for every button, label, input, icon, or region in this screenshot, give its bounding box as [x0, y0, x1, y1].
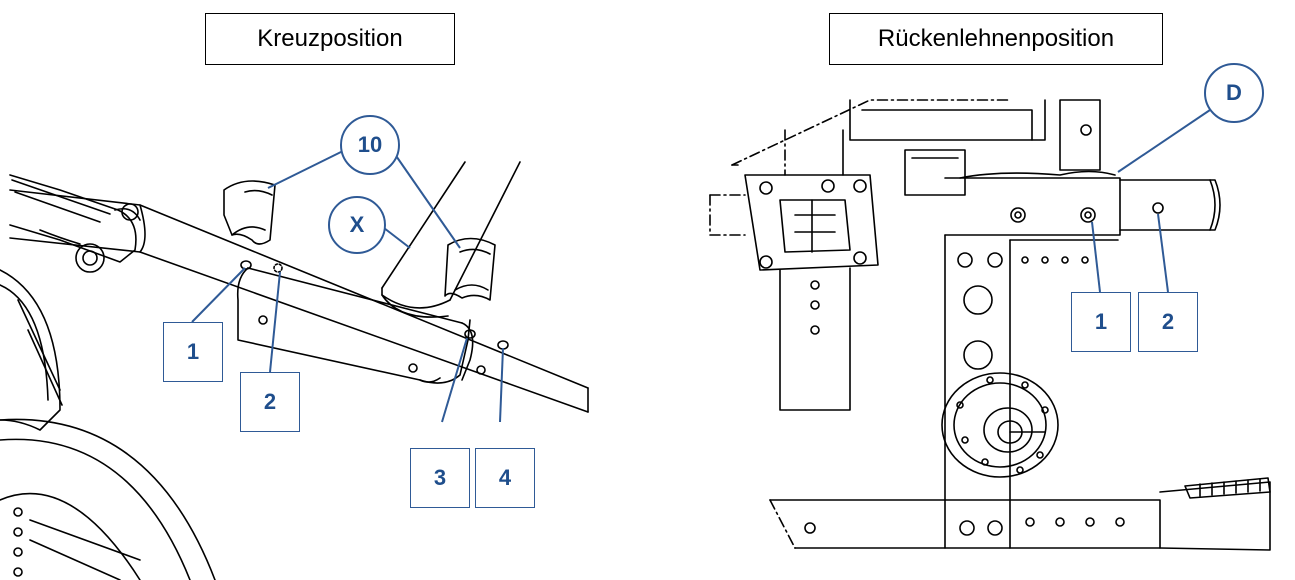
clip-left: [223, 180, 276, 245]
callout-1-right: 1: [1071, 292, 1131, 352]
callout-10: 10: [340, 115, 400, 175]
right-panel-title: Rückenlehnenposition: [829, 13, 1163, 65]
center-plate: [944, 234, 1119, 501]
side-frame: [9, 174, 141, 273]
right-drawing: [709, 99, 1271, 551]
callout-1-left: 1: [163, 322, 223, 382]
left-panel-title: Kreuzposition: [205, 13, 455, 65]
side-plate: [0, 269, 63, 431]
vertical-post: [381, 161, 521, 318]
left-leaders: [191, 149, 504, 423]
clip-right: [444, 237, 496, 301]
callout-4-left: 4: [475, 448, 535, 508]
main-tube: [709, 170, 1221, 236]
wheel: [0, 418, 216, 580]
callout-x: X: [328, 196, 386, 254]
lower-tube: [769, 477, 1271, 551]
clamp-sleeve: [236, 260, 509, 384]
wheel-hub: [941, 372, 1059, 478]
callout-3-left: 3: [410, 448, 470, 508]
callout-d: D: [1204, 63, 1264, 123]
callout-2-right: 2: [1138, 292, 1198, 352]
clamp-head: [744, 174, 879, 271]
right-leaders: [1091, 109, 1211, 293]
left-drawing: [0, 161, 589, 580]
callout-2-left: 2: [240, 372, 300, 432]
left-bar: [779, 129, 851, 411]
back-frame-top: [731, 99, 1101, 196]
cross-tube: [9, 189, 589, 413]
